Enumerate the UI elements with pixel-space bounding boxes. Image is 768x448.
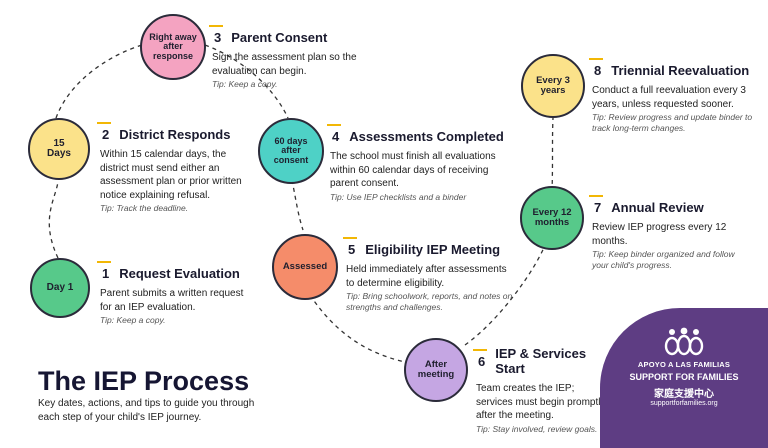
step-title: Eligibility IEP Meeting [365, 242, 501, 257]
step-description: Held immediately after assessments to de… [346, 264, 507, 289]
org-name-chinese: 家庭支援中心 [654, 389, 714, 400]
step-iep-services-start: 6 IEP & Services Start Team creates the … [472, 346, 606, 435]
step-description: Sign the assessment plan so the evaluati… [212, 52, 357, 77]
step-title: Assessments Completed [349, 129, 504, 144]
step-tip: Tip: Keep a copy. [100, 315, 166, 325]
step-tip: Tip: Review progress and update binder t… [592, 112, 753, 134]
day-1-badge: Day 1 [30, 258, 90, 318]
step-tip: Tip: Track the deadline. [100, 203, 189, 213]
step-description: Team creates the IEP; services must begi… [476, 383, 606, 421]
brand-panel: APOYO A LAS FAMILIAS SUPPORT FOR FAMILIE… [600, 308, 768, 448]
step-title: District Responds [119, 127, 231, 142]
org-name-spanish: APOYO A LAS FAMILIAS [637, 360, 731, 369]
step-title: Triennial Reevaluation [611, 63, 750, 78]
step-triennial-reevaluation: 8 Triennial Reevaluation Conduct a full … [588, 58, 760, 135]
step-tip: Tip: Use IEP checklists and a binder [330, 191, 467, 202]
every-12-months-badge: Every 12 months [520, 186, 584, 250]
step-request-evaluation: 1 Request Evaluation Parent submits a wr… [96, 261, 250, 326]
step-title: IEP & Services Start [495, 346, 587, 376]
step-description: The school must finish all evaluations w… [330, 151, 496, 189]
step-eligibility-iep-meeting: 5 Eligibility IEP Meeting Held immediate… [342, 237, 516, 314]
step-description: Conduct a full reevaluation every 3 year… [592, 85, 746, 110]
org-name-english: SUPPORT FOR FAMILIES [629, 372, 739, 382]
step-tip: Tip: Bring schoolwork, reports, and note… [346, 291, 513, 313]
page-subtitle: Key dates, actions, and tips to guide yo… [38, 398, 255, 423]
step-title: Parent Consent [231, 30, 328, 45]
step-description: Within 15 calendar days, the district mu… [100, 149, 242, 201]
page-title: The IEP Process [38, 366, 250, 396]
step-district-responds: 2 District Responds Within 15 calendar d… [96, 122, 250, 214]
right-away-badge: Right away after response [140, 14, 206, 80]
step-description: Parent submits a written request for an … [100, 288, 244, 313]
step-description: Review IEP progress every 12 months. [592, 222, 727, 247]
step-number: 1 [96, 261, 112, 281]
step-tip: Tip: Keep binder organized and follow yo… [592, 249, 735, 271]
15-days-badge: 15 Days [28, 118, 90, 180]
family-logo-icon [664, 327, 704, 356]
every-3-years-badge: Every 3 years [521, 54, 585, 118]
step-number: 3 [208, 25, 224, 45]
step-number: 5 [342, 237, 358, 257]
step-number: 6 [472, 348, 488, 369]
step-number: 4 [326, 124, 342, 144]
step-title: Request Evaluation [119, 266, 240, 281]
step-annual-review: 7 Annual Review Review IEP progress ever… [588, 195, 742, 272]
step-tip: Tip: Stay involved, review goals. [476, 423, 598, 434]
after-meeting-badge: After meeting [404, 338, 468, 402]
step-number: 8 [588, 58, 604, 78]
step-tip: Tip: Keep a copy. [212, 79, 278, 89]
step-assessments-completed: 4 Assessments Completed The school must … [326, 124, 510, 203]
step-number: 7 [588, 195, 604, 215]
org-website: supportforfamilies.org [650, 400, 718, 407]
step-title: Annual Review [611, 200, 704, 215]
assessed-badge: Assessed [272, 234, 338, 300]
step-parent-consent: 3 Parent Consent Sign the assessment pla… [208, 25, 362, 90]
60-days-badge: 60 days after consent [258, 118, 324, 184]
step-number: 2 [96, 122, 112, 142]
